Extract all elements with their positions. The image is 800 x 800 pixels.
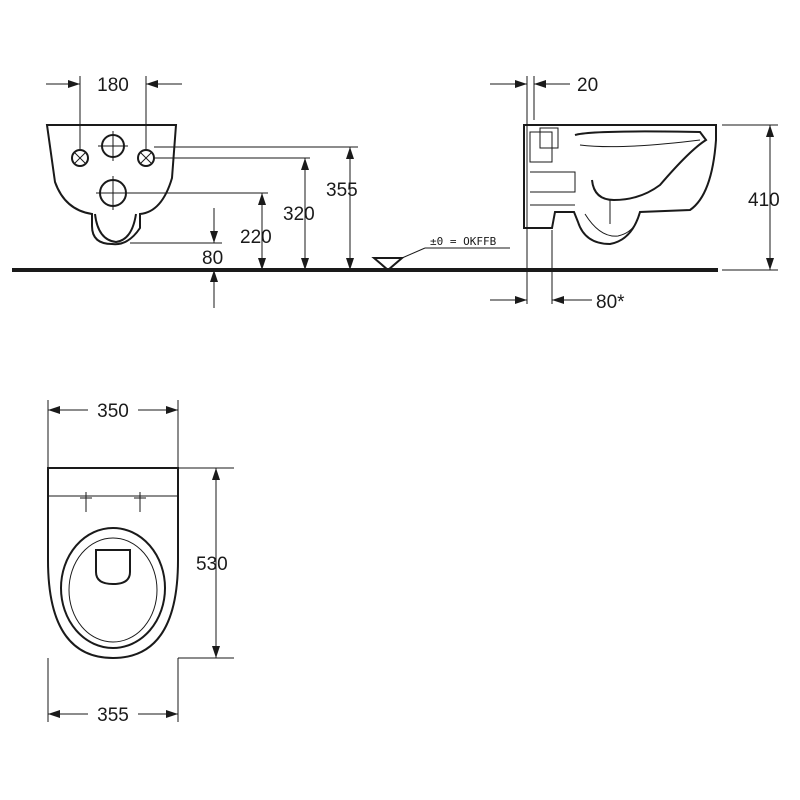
dimension-80-star: 80*	[490, 292, 625, 313]
dim-320-label: 320	[283, 204, 315, 225]
seat-handle	[95, 549, 131, 586]
dimension-355-bottom: 355	[47, 658, 179, 726]
dim-410-label: 410	[748, 190, 780, 211]
dimension-80: 80	[202, 208, 223, 308]
dim-350-label: 350	[97, 401, 129, 422]
dim-80-star-label: 80*	[596, 292, 625, 313]
dimension-20: 20	[490, 75, 598, 96]
top-bowl-outline	[47, 467, 179, 660]
outlet-hole	[96, 176, 130, 210]
dim-220-label: 220	[240, 227, 272, 248]
side-view: 20 410 80*	[490, 75, 780, 313]
fixing-hole-left	[71, 149, 89, 167]
dimension-530: 530	[178, 467, 234, 659]
dim-355-bottom-label: 355	[97, 705, 129, 726]
dimension-350: 350	[47, 400, 179, 468]
top-fixing-right	[134, 492, 146, 512]
floor-level-marker: ±0 = OKFFB	[371, 235, 510, 272]
dim-180-label: 180	[97, 75, 129, 96]
dim-530-label: 530	[196, 554, 228, 575]
front-foot-outline	[94, 213, 137, 244]
dimension-180: 180	[46, 75, 182, 150]
front-view: 180 355 320 220	[12, 75, 718, 308]
front-bowl-outline	[45, 124, 178, 246]
dim-355-label: 355	[326, 180, 358, 201]
toilet-seat-outer	[60, 527, 166, 649]
dim-80-label: 80	[202, 248, 223, 269]
floor-level-label: ±0 = OKFFB	[430, 235, 497, 248]
top-fixing-left	[80, 492, 92, 512]
dimension-355: 355	[326, 147, 358, 270]
dim-20-label: 20	[577, 75, 598, 96]
inlet-hole	[98, 131, 128, 161]
fixing-hole-right	[137, 149, 155, 167]
side-bowl-outline	[523, 124, 717, 246]
dimension-410: 410	[722, 124, 780, 271]
dimension-220: 220	[240, 193, 272, 270]
dimension-320: 320	[283, 158, 315, 270]
top-view: 350 530	[47, 400, 234, 726]
